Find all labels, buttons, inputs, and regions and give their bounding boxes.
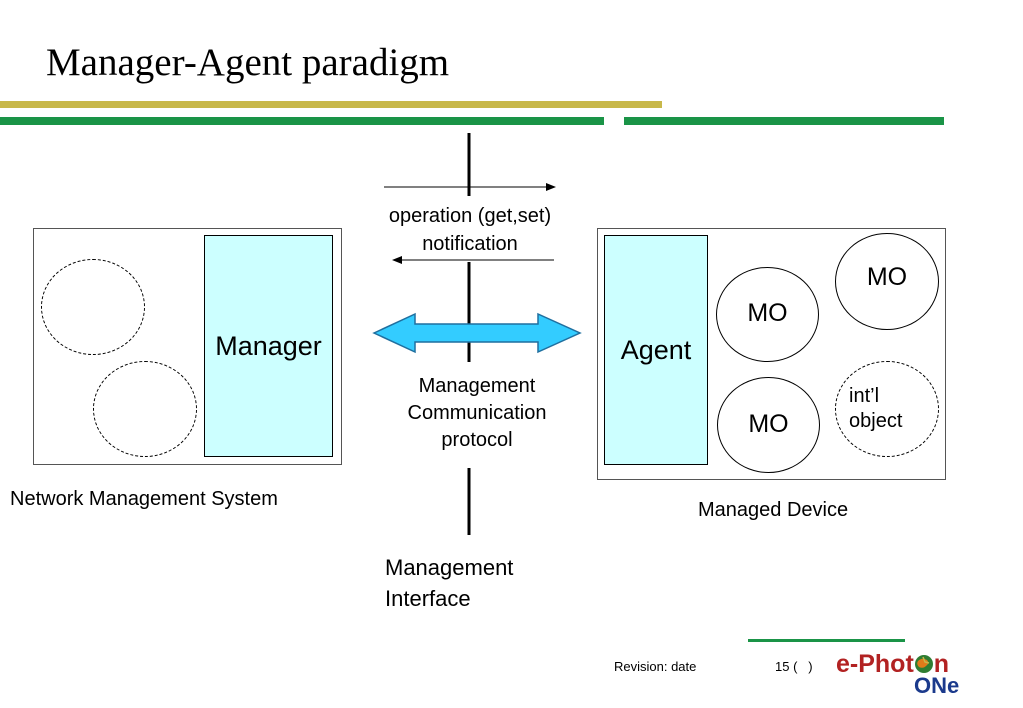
managed-device-caption: Managed Device — [698, 499, 849, 521]
header-bar-green — [0, 117, 944, 125]
notification-label: notification — [422, 233, 518, 255]
logo-n-text: n — [933, 650, 950, 678]
revision-text: Revision: date — [614, 659, 697, 674]
operation-arrowhead — [546, 183, 556, 191]
mo-circle-top-right: MO — [835, 233, 939, 330]
management-protocol-label: Management Communication protocol — [407, 375, 547, 451]
slide-title: Manager-Agent paradigm — [46, 41, 450, 84]
network-management-system-caption: Network Management System — [10, 488, 278, 510]
footer-divider — [748, 639, 905, 642]
placeholder-circle-bottom — [93, 361, 197, 457]
agent-block: Agent — [604, 235, 708, 465]
manager-label: Manager — [215, 330, 322, 361]
header-bar-notch — [604, 117, 624, 127]
mo-label: MO — [747, 299, 788, 327]
agent-label: Agent — [620, 334, 692, 365]
management-interface-label: Management Interface — [385, 555, 514, 611]
protocol-double-arrow — [372, 312, 582, 354]
manager-block: Manager — [204, 235, 333, 457]
header-bar-olive — [0, 101, 662, 108]
globe-icon — [914, 655, 933, 673]
mo-circle-middle: MO — [716, 267, 819, 362]
logo-sub-text: ONe — [914, 673, 960, 698]
mo-circle-bottom: MO — [717, 377, 820, 473]
placeholder-circle-top — [41, 259, 145, 355]
notification-arrowhead — [392, 256, 402, 264]
e-photon-one-logo: e-Phot n ONe — [836, 650, 959, 699]
logo-main-text: e-Phot — [836, 650, 914, 678]
page-number: 15 ( ) — [775, 659, 813, 674]
mo-label: MO — [748, 409, 789, 438]
international-object-label: int’l object — [849, 385, 903, 432]
international-object-circle: int’l object — [835, 361, 939, 457]
mo-label: MO — [866, 263, 908, 291]
operation-label: operation (get,set) — [388, 205, 552, 227]
